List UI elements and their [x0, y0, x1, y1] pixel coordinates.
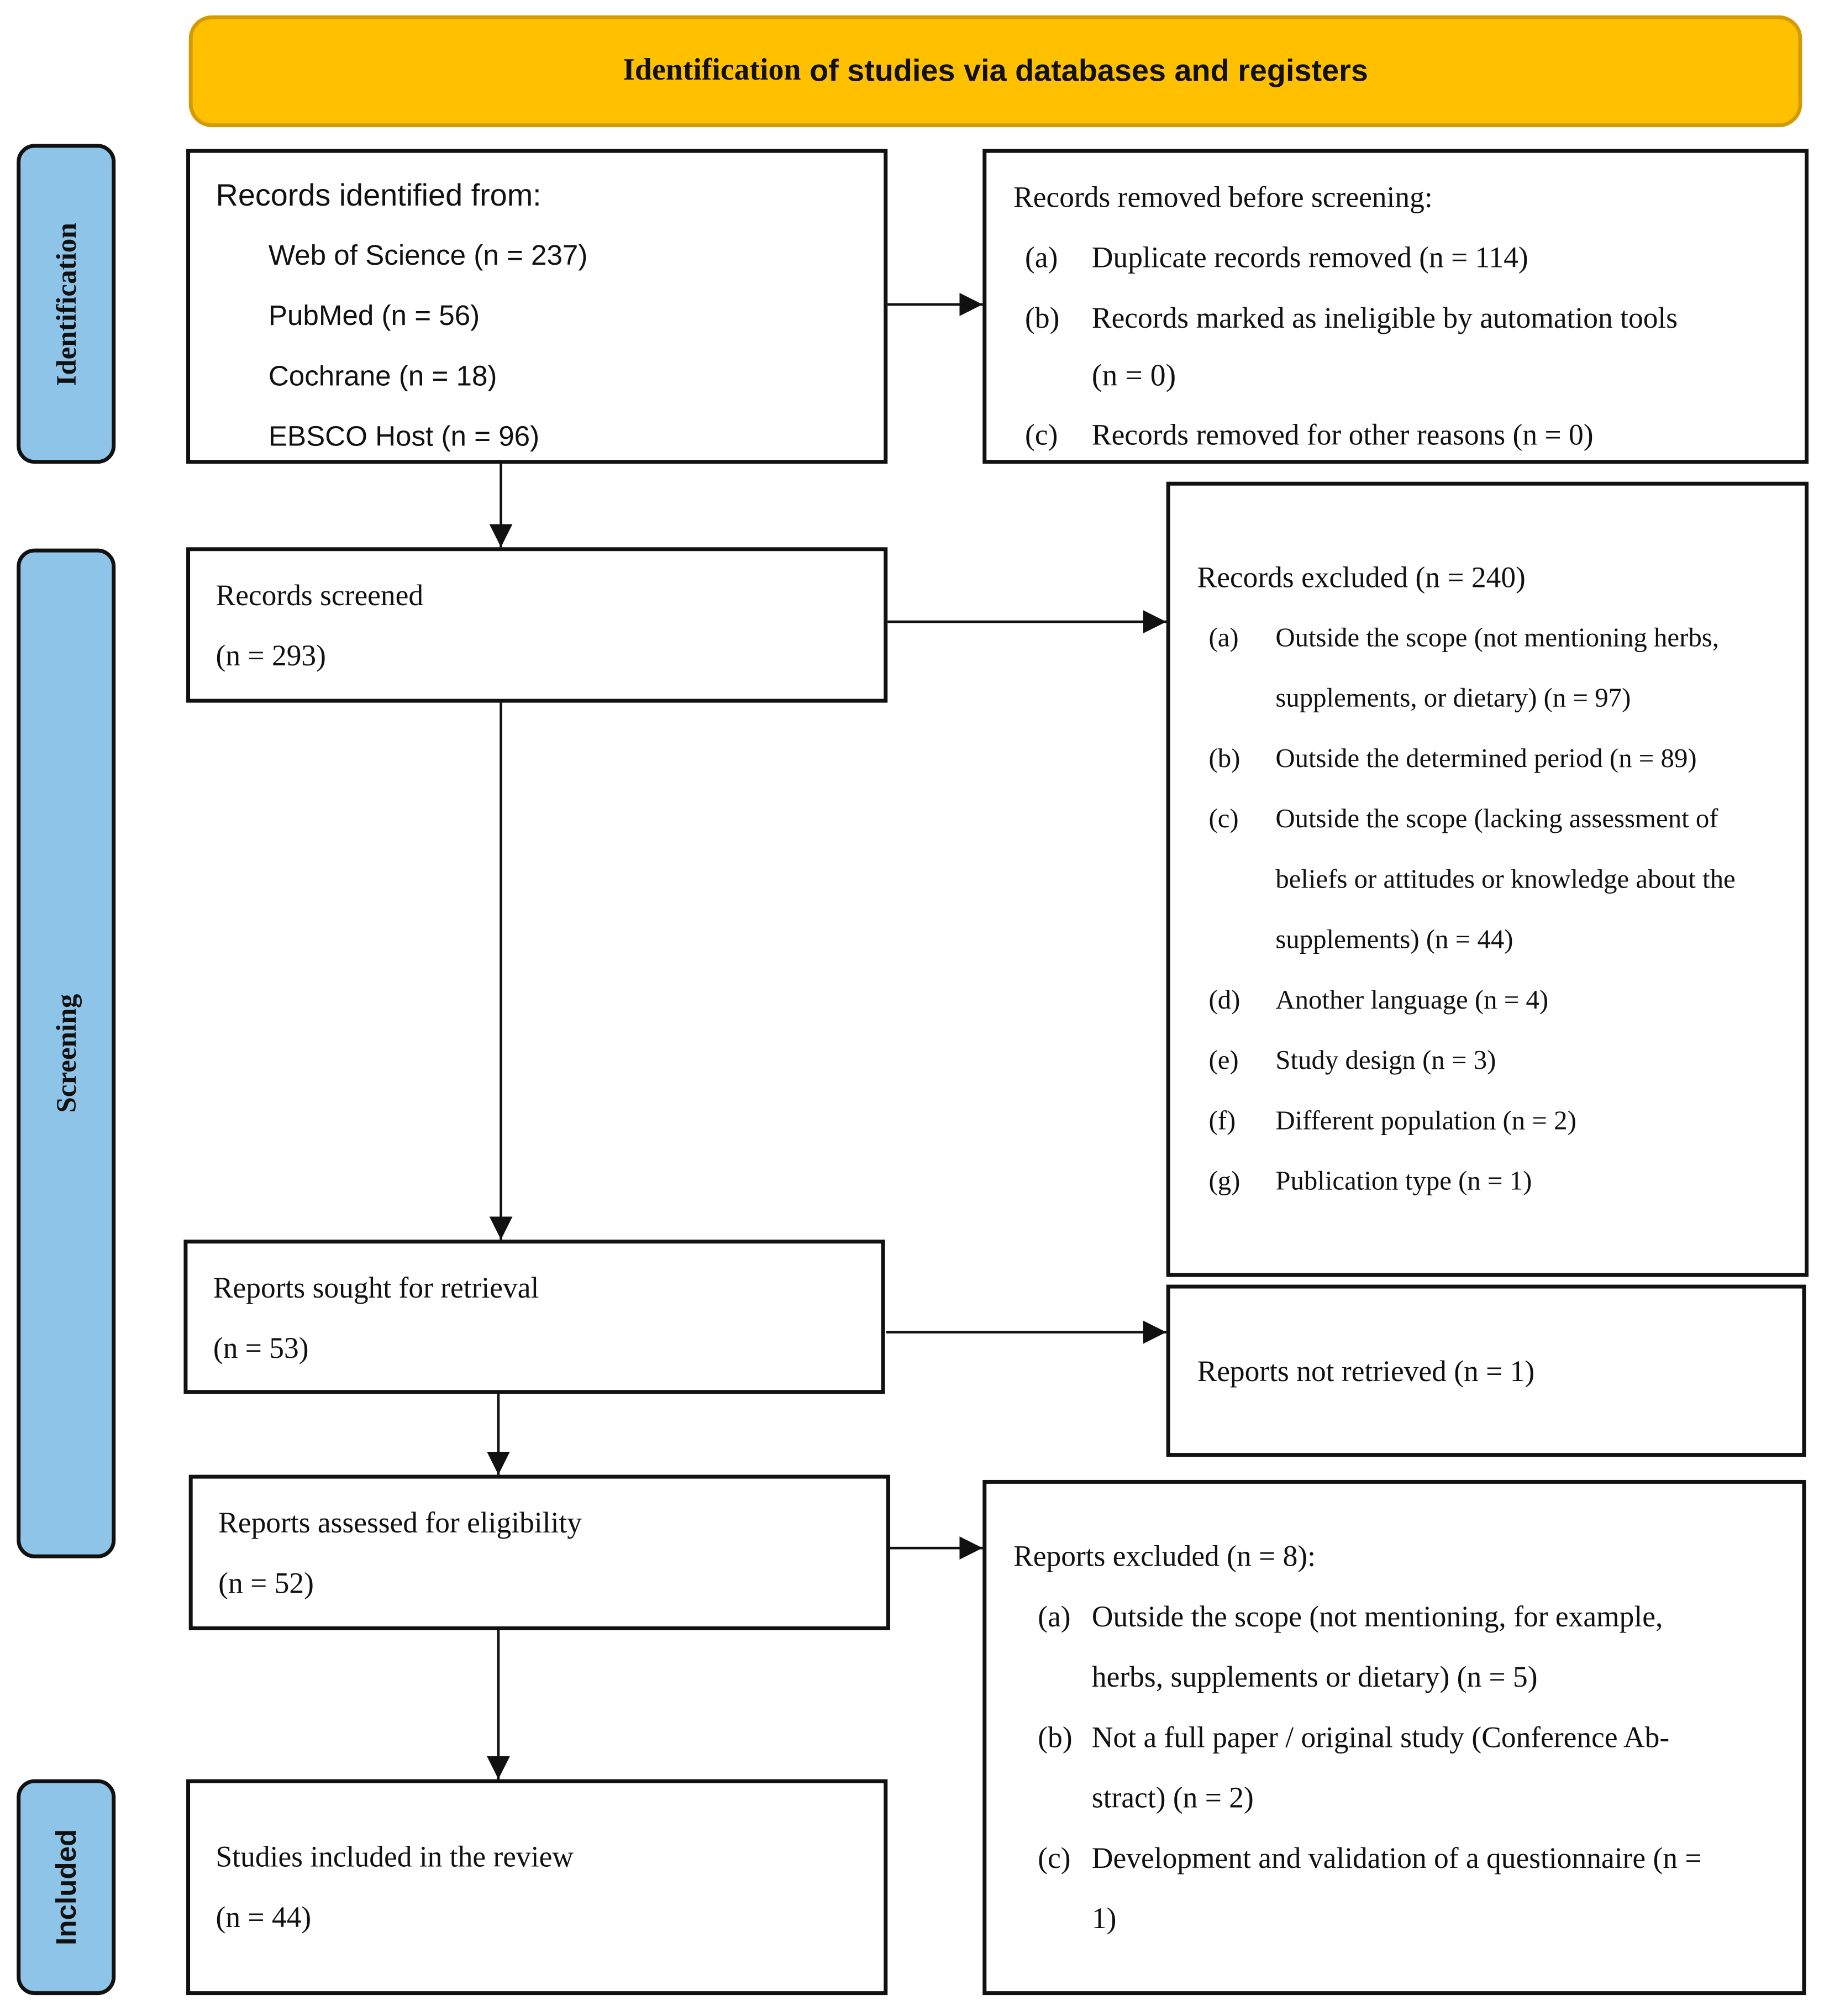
box-title: Reports sought for retrieval [213, 1272, 539, 1304]
item-label: (c) [1208, 802, 1239, 834]
item-text: beliefs or attitudes or knowledge about … [1275, 863, 1736, 894]
header-title-part2: of studies via databases and registers [801, 53, 1368, 88]
box-count: (n = 293) [215, 639, 326, 672]
box-count: (n = 44) [215, 1901, 312, 1934]
source-item: PubMed (n = 56) [268, 299, 480, 332]
item-text: Different population (n = 2) [1275, 1105, 1576, 1136]
records-removed-box: Records removed before screening: (a) Du… [982, 149, 1809, 464]
reports-assessed-box: Reports assessed for eligibility (n = 52… [188, 1474, 890, 1630]
source-item: Cochrane (n = 18) [268, 359, 497, 392]
item-text: supplements) (n = 44) [1275, 923, 1513, 955]
box-count: (n = 52) [218, 1567, 314, 1600]
item-text: Outside the determined period (n = 89) [1275, 742, 1697, 774]
box-count: (n = 53) [213, 1332, 309, 1364]
source-item: EBSCO Host (n = 96) [268, 420, 540, 453]
item-text: Records removed for other reasons (n = 0… [1091, 418, 1594, 451]
item-label: (g) [1208, 1165, 1240, 1196]
item-text: Duplicate records removed (n = 114) [1091, 242, 1528, 274]
item-label: (c) [1025, 418, 1058, 451]
item-label: (d) [1208, 984, 1240, 1015]
item-text: Not a full paper / original study (Confe… [1091, 1721, 1670, 1754]
item-text: herbs, supplements or dietary) (n = 5) [1091, 1661, 1538, 1693]
item-text: Another language (n = 4) [1275, 984, 1549, 1015]
phase-identification: Identification [17, 144, 116, 464]
item-text: Development and validation of a question… [1091, 1842, 1702, 1875]
reports-not-retrieved-box: Reports not retrieved (n = 1) [1166, 1284, 1806, 1457]
records-excluded-box: Records excluded (n = 240) (a) Outside the… [1166, 481, 1809, 1277]
item-text: 1) [1091, 1902, 1117, 1935]
studies-included-box: Studies included in the review (n = 44) [186, 1779, 888, 1996]
item-label: (b) [1208, 742, 1240, 774]
item-label: (f) [1208, 1105, 1236, 1136]
reports-excluded-box: Reports excluded (n = 8): (a) Outside the … [982, 1479, 1806, 1996]
item-label: (a) [1208, 622, 1239, 653]
item-label: (e) [1208, 1044, 1239, 1075]
box-title: Reports not retrieved (n = 1) [1197, 1355, 1535, 1388]
box-title: Records screened [215, 579, 424, 612]
phase-screening: Screening [17, 548, 116, 1558]
item-text: Outside the scope (not mentioning herbs, [1275, 622, 1719, 653]
box-title: Studies included in the review [215, 1841, 574, 1873]
header-title-part1: Identification [623, 54, 801, 88]
box-title: Reports excluded (n = 8): [1013, 1540, 1316, 1573]
box-title: Records identified from: [215, 179, 542, 213]
item-label: (a) [1025, 242, 1058, 274]
records-identified-box: Records identified from: Web of Science … [186, 149, 888, 464]
item-text: Outside the scope (lacking assessment of [1275, 802, 1718, 834]
header-banner: Identification of studies via databases … [188, 15, 1802, 128]
box-title: Reports assessed for eligibility [218, 1506, 582, 1539]
item-text: (n = 0) [1091, 359, 1176, 393]
item-text: Publication type (n = 1) [1275, 1165, 1532, 1196]
item-text: Outside the scope (not mentioning, for e… [1091, 1600, 1663, 1633]
item-label: (c) [1038, 1842, 1071, 1875]
item-text: stract) (n = 2) [1091, 1782, 1254, 1814]
source-item: Web of Science (n = 237) [268, 239, 588, 271]
box-title: Records removed before screening: [1013, 181, 1433, 213]
reports-sought-box: Reports sought for retrieval (n = 53) [183, 1240, 885, 1394]
item-text: Study design (n = 3) [1275, 1044, 1496, 1075]
records-screened-box: Records screened (n = 293) [186, 547, 888, 703]
item-text: Records marked as ineligible by automati… [1091, 302, 1678, 334]
box-title: Records excluded (n = 240) [1197, 561, 1526, 594]
item-text: supplements, or dietary) (n = 97) [1275, 682, 1631, 713]
item-label: (b) [1038, 1721, 1073, 1754]
item-label: (a) [1038, 1600, 1071, 1633]
phase-included: Included [17, 1779, 116, 1996]
item-label: (b) [1025, 302, 1060, 334]
